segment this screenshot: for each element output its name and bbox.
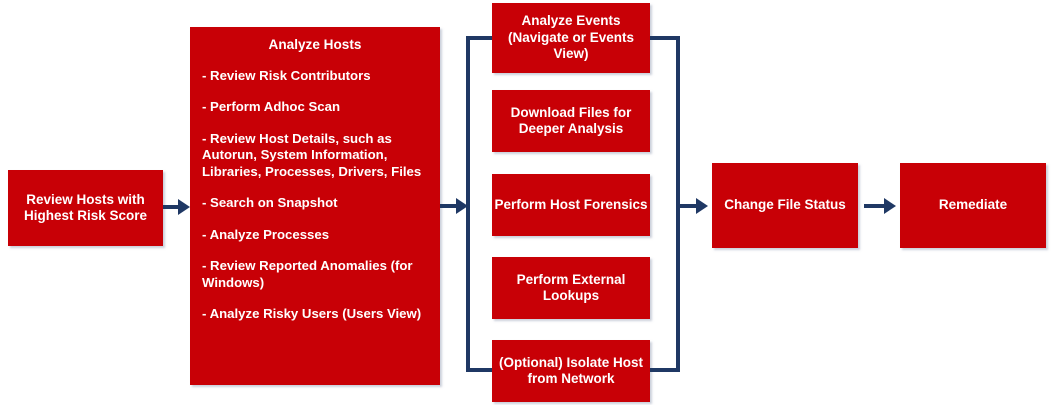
connector-change-file-status-to-remediate <box>864 204 888 208</box>
node-perform-host-forensics[interactable]: Perform Host Forensics <box>492 174 650 236</box>
node-perform-external-lookups[interactable]: Perform External Lookups <box>492 257 650 319</box>
node-remediate-label: Remediate <box>938 197 1008 213</box>
node-download-files-label: Download Files for Deeper Analysis <box>510 104 632 136</box>
analyze-hosts-item-2: - Review Host Details, such as Autorun, … <box>202 130 422 179</box>
node-analyze-events-label: Analyze Events (Navigate or Events View) <box>507 13 635 62</box>
node-isolate-host-from-network[interactable]: (Optional) Isolate Host from Network <box>492 340 650 402</box>
connector-branch-to-change-file-status <box>676 204 700 208</box>
bracket-left-top-stub <box>466 36 494 40</box>
node-perform-external-lookups-label: Perform External Lookups <box>516 271 626 303</box>
node-change-file-status-label: Change File Status <box>724 197 846 213</box>
node-review-hosts-highest-risk-score[interactable]: Review Hosts with Highest Risk Score <box>8 170 163 246</box>
arrowhead-change-file-status-to-remediate <box>884 198 896 214</box>
analyze-hosts-item-3: - Search on Snapshot <box>202 195 338 211</box>
analyze-hosts-item-0: - Review Risk Contributors <box>202 67 371 83</box>
analyze-hosts-item-5: - Review Reported Anomalies (for Windows… <box>202 258 413 290</box>
bracket-right-bottom-stub <box>650 368 680 372</box>
analyze-hosts-item-6: - Analyze Risky Users (Users View) <box>202 306 422 322</box>
bracket-left-bottom-stub <box>466 368 494 372</box>
node-isolate-host-label: (Optional) Isolate Host from Network <box>498 354 643 386</box>
arrowhead-start-to-analyze-hosts <box>178 199 190 215</box>
bracket-left-vertical <box>466 36 470 372</box>
connector-start-to-analyze-hosts <box>163 205 181 209</box>
arrowhead-branch-to-change-file-status <box>696 198 708 214</box>
node-download-files[interactable]: Download Files for Deeper Analysis <box>492 90 650 152</box>
node-change-file-status[interactable]: Change File Status <box>712 163 858 248</box>
analyze-hosts-item-4: - Analyze Processes <box>202 226 330 242</box>
node-analyze-hosts[interactable]: Analyze Hosts - Review Risk Contributors… <box>190 27 440 385</box>
node-analyze-events[interactable]: Analyze Events (Navigate or Events View) <box>492 3 650 73</box>
analyze-hosts-item-1: - Perform Adhoc Scan <box>202 99 341 115</box>
node-review-hosts-label: Review Hosts with Highest Risk Score <box>23 191 148 223</box>
node-perform-host-forensics-label: Perform Host Forensics <box>494 196 648 212</box>
bracket-right-top-stub <box>650 36 680 40</box>
node-remediate[interactable]: Remediate <box>900 163 1046 248</box>
node-analyze-hosts-title: Analyze Hosts <box>268 37 362 52</box>
arrowhead-analyze-hosts-to-branch <box>456 198 468 214</box>
connector-analyze-hosts-to-branch <box>440 204 462 208</box>
